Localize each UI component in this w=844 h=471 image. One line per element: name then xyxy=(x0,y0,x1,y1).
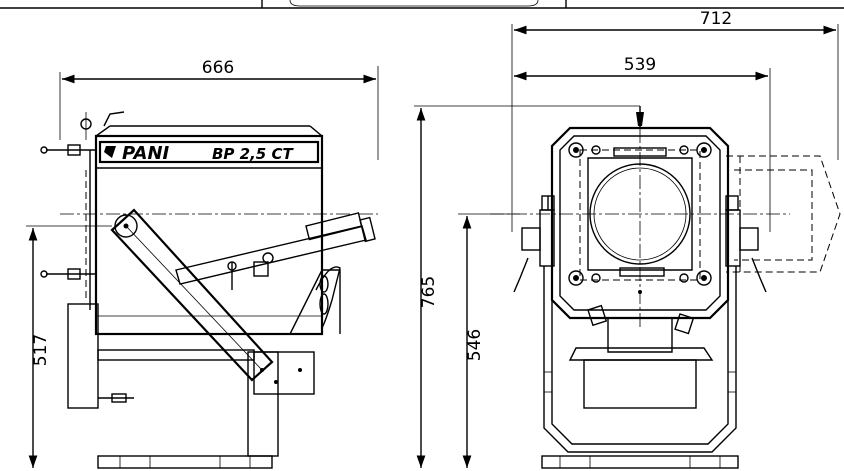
stand-front xyxy=(541,266,739,469)
swing-arm xyxy=(110,208,274,382)
discharge-chute-front xyxy=(568,304,714,409)
stand-side xyxy=(67,303,315,469)
side-arm-right xyxy=(725,195,767,293)
dimension-frame-width: 539 xyxy=(514,55,771,232)
model-name: BP 2,5 CT xyxy=(212,145,294,163)
side-view: 666 517 PANI BP 2,5 CT xyxy=(26,58,379,469)
dimension-label-517: 517 xyxy=(31,334,51,366)
discharge-chute-side xyxy=(315,266,341,329)
hopper-front xyxy=(550,106,730,320)
clamp-handle-upper xyxy=(40,112,96,156)
tilt-lever xyxy=(175,212,376,290)
brand-name: PANI xyxy=(122,143,170,164)
front-view: 712 539 765 546 xyxy=(414,9,841,469)
side-arm-left xyxy=(513,195,555,293)
clamp-handle-lower xyxy=(40,268,96,280)
dimension-pivot-height-side: 517 xyxy=(26,225,112,468)
title-block-strip xyxy=(0,0,844,9)
dimension-label-712: 712 xyxy=(700,9,732,29)
dimension-label-765: 765 xyxy=(419,276,439,308)
dimension-overall-width: 712 xyxy=(511,9,839,232)
dimension-pivot-height-front: 546 xyxy=(458,213,520,468)
dimension-overall-depth: 666 xyxy=(59,58,379,160)
hopper-body-side xyxy=(85,125,341,336)
brand-plate: PANI BP 2,5 CT xyxy=(98,140,320,164)
dimension-label-546: 546 xyxy=(465,329,485,361)
top-latch xyxy=(103,111,125,127)
dimension-label-666: 666 xyxy=(202,58,234,78)
dimension-overall-height: 765 xyxy=(414,105,640,468)
dimension-label-539: 539 xyxy=(624,55,656,75)
